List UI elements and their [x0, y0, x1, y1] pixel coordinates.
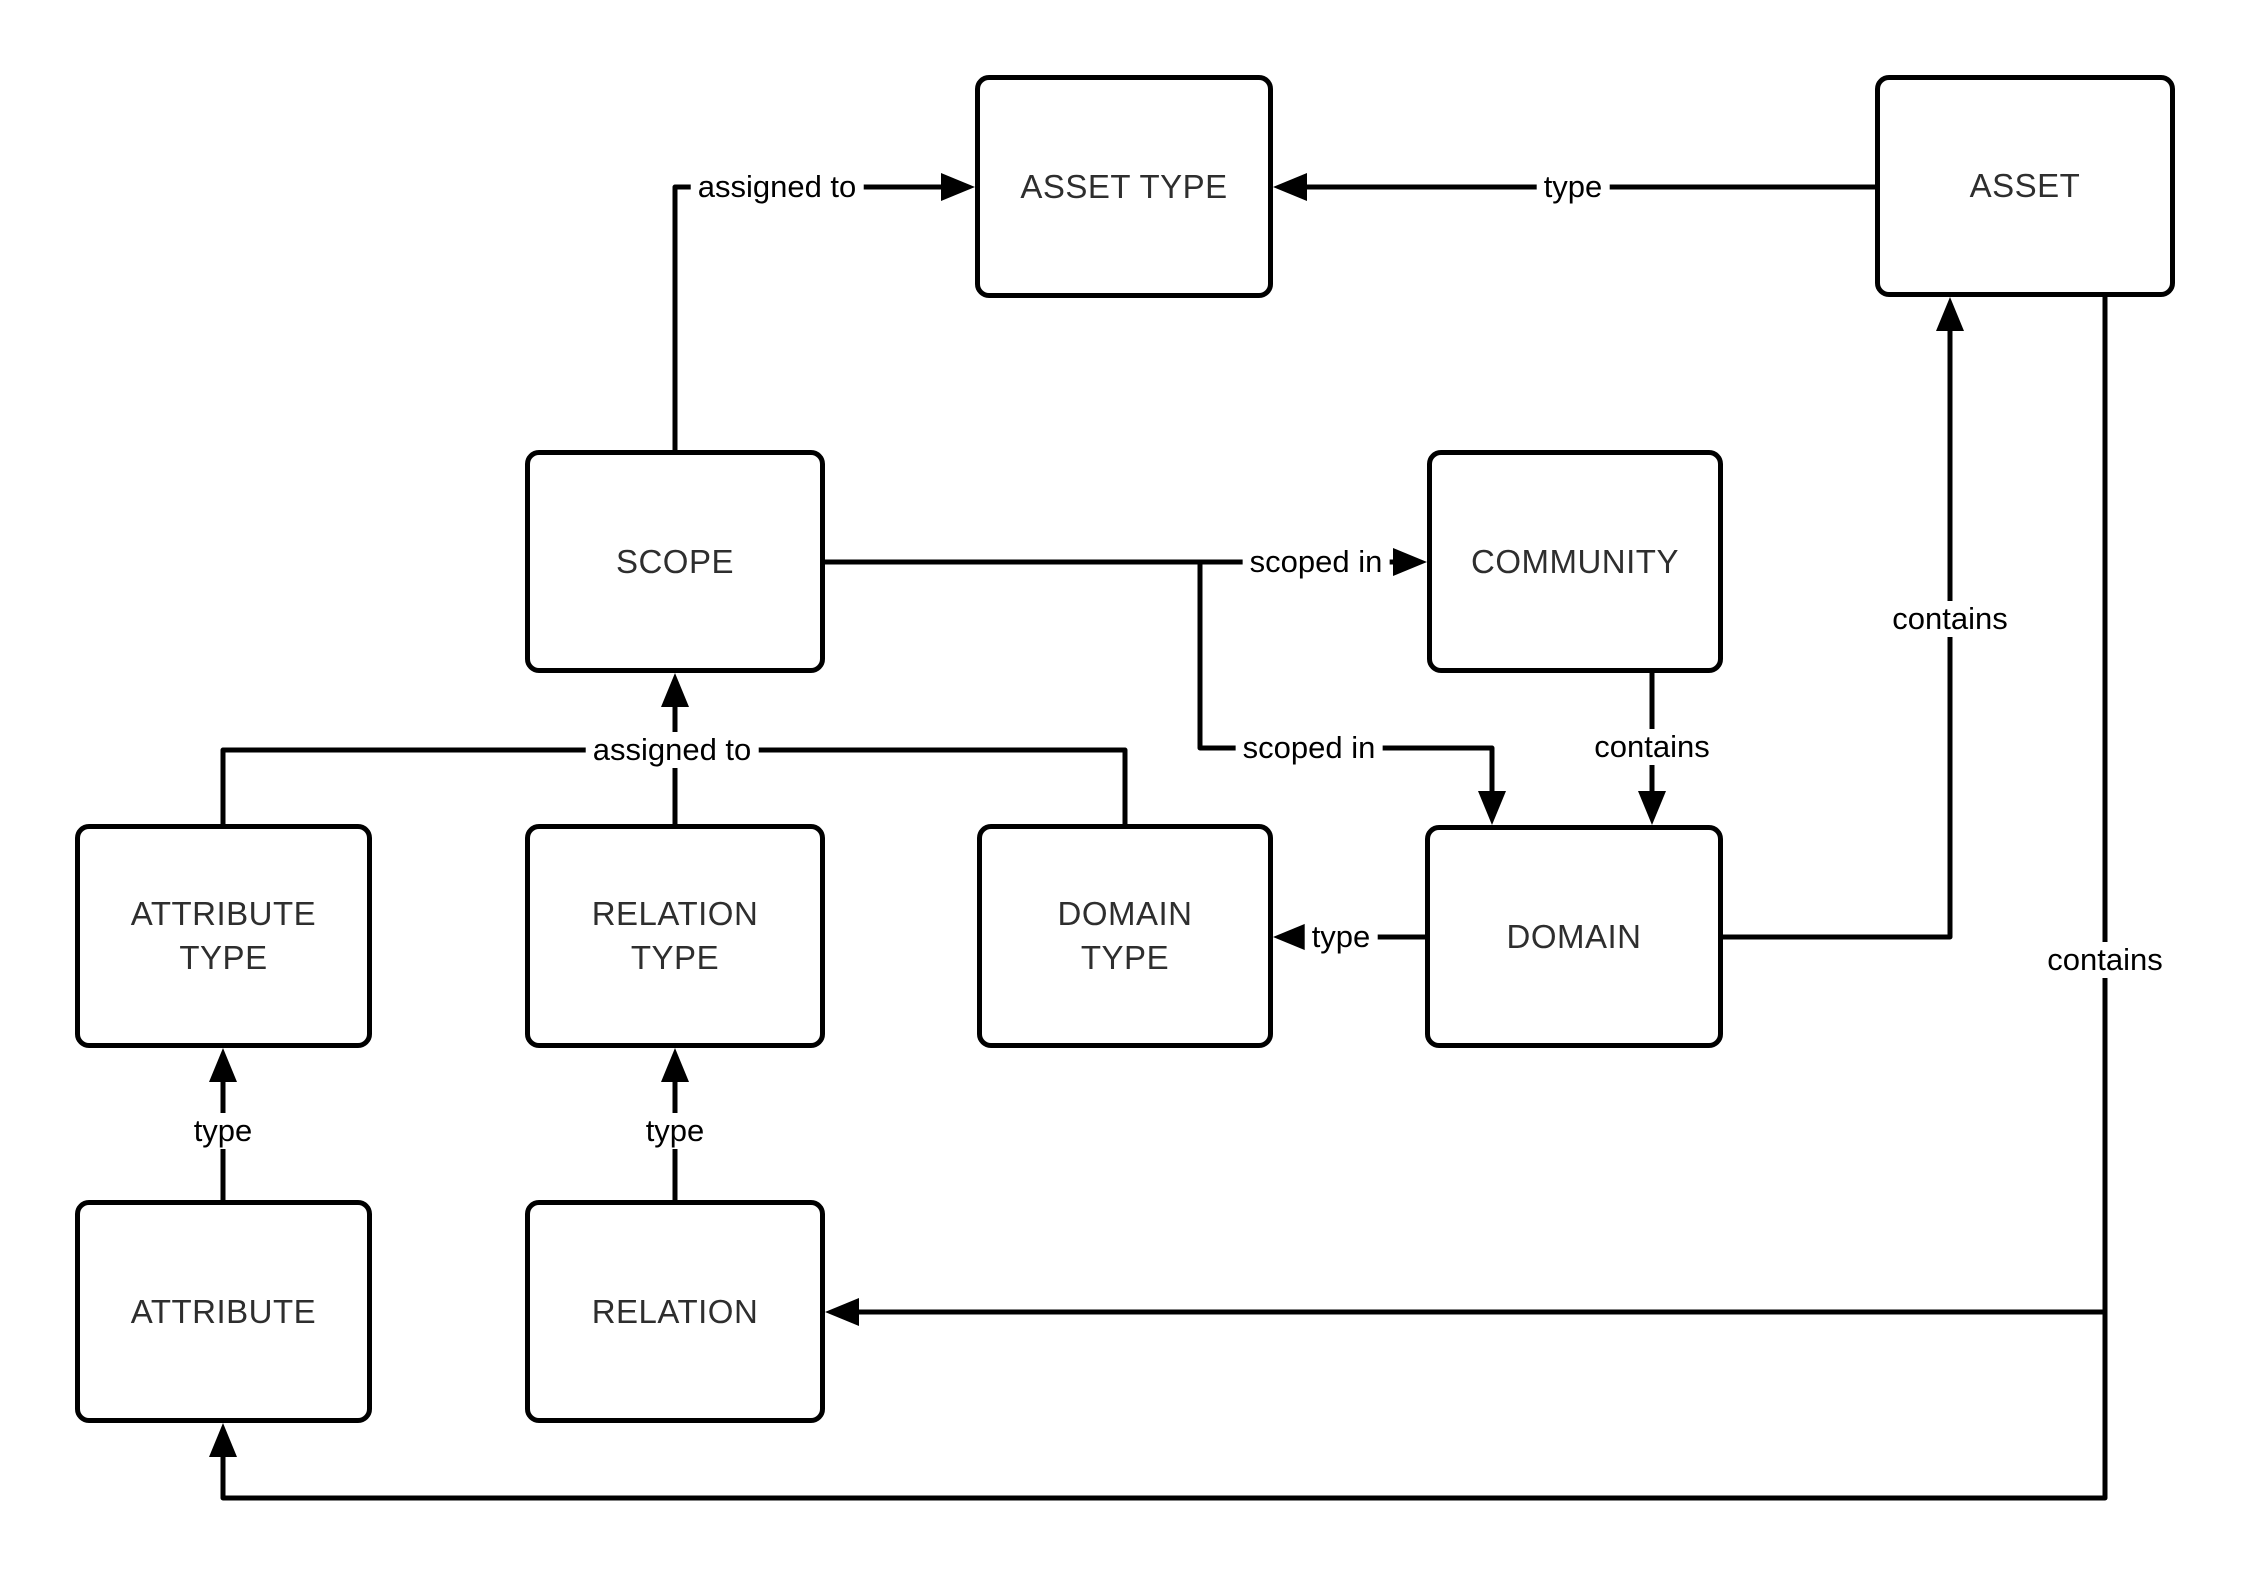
edge-label-scope-assigned-to-asset-type: assigned to — [690, 169, 864, 205]
edge-label-community-contains-domain: contains — [1587, 729, 1717, 765]
node-asset: ASSET — [1875, 75, 2175, 297]
node-domain: DOMAIN — [1425, 825, 1723, 1048]
edge-label-domain-contains-asset: contains — [1885, 601, 2015, 637]
edge-line-domain-contains-asset — [1723, 327, 1953, 940]
node-scope: SCOPE — [525, 450, 825, 673]
arrowhead-icon — [661, 1048, 689, 1082]
edge-label-domain-type-of-domain: type — [1304, 919, 1378, 955]
node-relation: RELATION — [525, 1200, 825, 1423]
arrowhead-icon — [1273, 923, 1307, 951]
node-community: COMMUNITY — [1427, 450, 1723, 673]
arrowhead-icon — [209, 1048, 237, 1082]
edge-label-relation-type-of-relation: type — [638, 1113, 712, 1149]
edge-label-asset-contains-relation-attribute: contains — [2040, 942, 2170, 978]
arrowhead-icon — [1638, 791, 1666, 825]
edge-label-scope-scoped-in-community: scoped in — [1242, 544, 1390, 580]
edge-label-scope-scoped-in-domain: scoped in — [1235, 730, 1383, 766]
arrowhead-icon — [209, 1423, 237, 1457]
node-attribute-type: ATTRIBUTE TYPE — [75, 824, 372, 1048]
node-asset-type: ASSET TYPE — [975, 75, 1273, 298]
arrowhead-icon — [1393, 548, 1427, 576]
arrowhead-icon — [1478, 791, 1506, 825]
arrowhead-icon — [941, 173, 975, 201]
node-relation-type: RELATION TYPE — [525, 824, 825, 1048]
arrowhead-icon — [661, 673, 689, 707]
node-attribute: ATTRIBUTE — [75, 1200, 372, 1423]
node-domain-type: DOMAIN TYPE — [977, 824, 1273, 1048]
edge-line-scope-assigned-to-asset-type — [672, 184, 945, 450]
arrowhead-icon — [1273, 173, 1307, 201]
edge-label-types-assigned-to-scope: assigned to — [585, 732, 759, 768]
arrowhead-icon — [1936, 297, 1964, 331]
arrowhead-icon — [825, 1298, 859, 1326]
edge-label-asset-type-of-asset: type — [1536, 169, 1610, 205]
edge-label-attribute-type-of-attribute: type — [186, 1113, 260, 1149]
edge-line-asset-contains-relation-attribute — [220, 297, 2108, 1501]
